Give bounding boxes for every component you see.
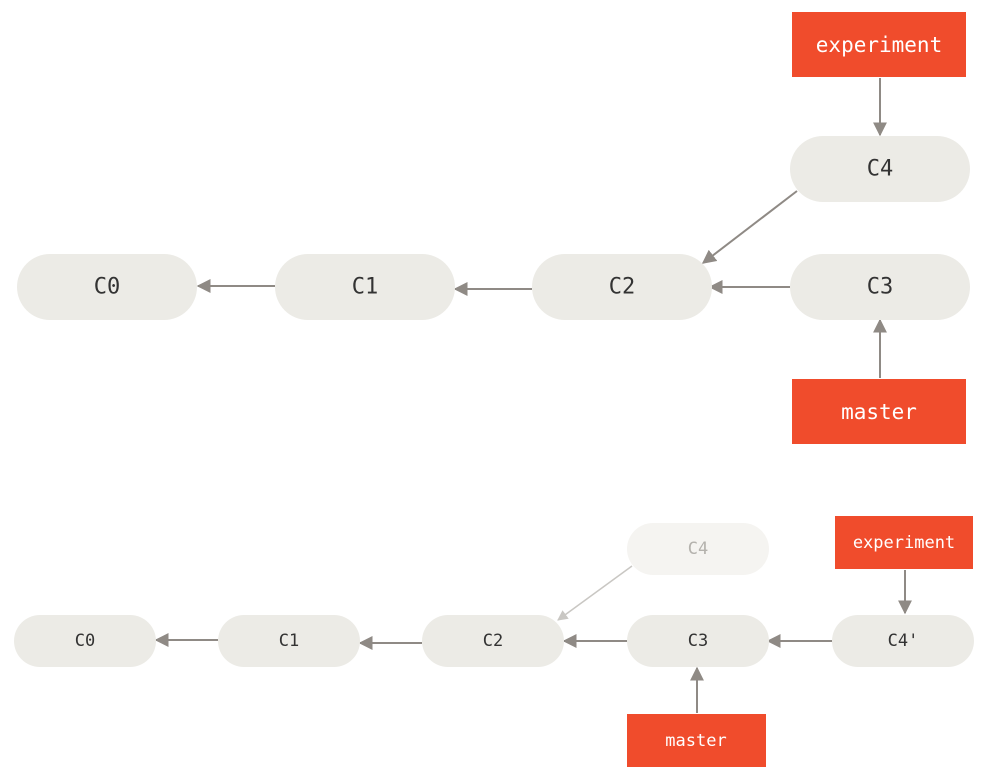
branch-label-master: master bbox=[792, 379, 966, 444]
commit-node-c2: C2 bbox=[422, 615, 564, 667]
commit-label: C1 bbox=[352, 275, 379, 300]
commit-label: C4 bbox=[688, 539, 708, 559]
branch-label-experiment: experiment bbox=[835, 516, 973, 569]
after-rebase-diagram: C0 C1 C2 C3 C4 C4' experiment mas bbox=[14, 516, 974, 767]
commit-node-c1: C1 bbox=[275, 254, 455, 320]
commit-node-c0: C0 bbox=[17, 254, 197, 320]
commit-label: C2 bbox=[483, 631, 503, 651]
commit-node-c4-prime: C4' bbox=[832, 615, 974, 667]
commit-node-c2: C2 bbox=[532, 254, 712, 320]
commit-node-c1: C1 bbox=[218, 615, 360, 667]
commit-label: C3 bbox=[867, 275, 894, 300]
commit-label: C2 bbox=[609, 275, 636, 300]
branch-label-experiment: experiment bbox=[792, 12, 966, 77]
commit-label: C4 bbox=[867, 157, 894, 182]
arrow-c4-to-c2-faded bbox=[557, 565, 633, 621]
arrow-c4-to-c2 bbox=[701, 190, 798, 264]
before-rebase-diagram: C0 C1 C2 C3 C4 experiment master bbox=[17, 12, 970, 444]
commit-node-c4: C4 bbox=[790, 136, 970, 202]
commit-label: C0 bbox=[94, 275, 121, 300]
branch-name: experiment bbox=[853, 533, 955, 553]
branch-name: experiment bbox=[816, 33, 942, 57]
commit-label: C3 bbox=[688, 631, 708, 651]
branch-name: master bbox=[665, 731, 726, 751]
branch-name: master bbox=[841, 400, 917, 424]
branch-label-master: master bbox=[627, 714, 766, 767]
commit-label: C0 bbox=[75, 631, 95, 651]
commit-label: C1 bbox=[279, 631, 299, 651]
commit-node-c0: C0 bbox=[14, 615, 156, 667]
commit-label: C4' bbox=[888, 631, 919, 651]
commit-node-c3: C3 bbox=[627, 615, 769, 667]
commit-node-c3: C3 bbox=[790, 254, 970, 320]
commit-node-c4-faded: C4 bbox=[627, 523, 769, 575]
